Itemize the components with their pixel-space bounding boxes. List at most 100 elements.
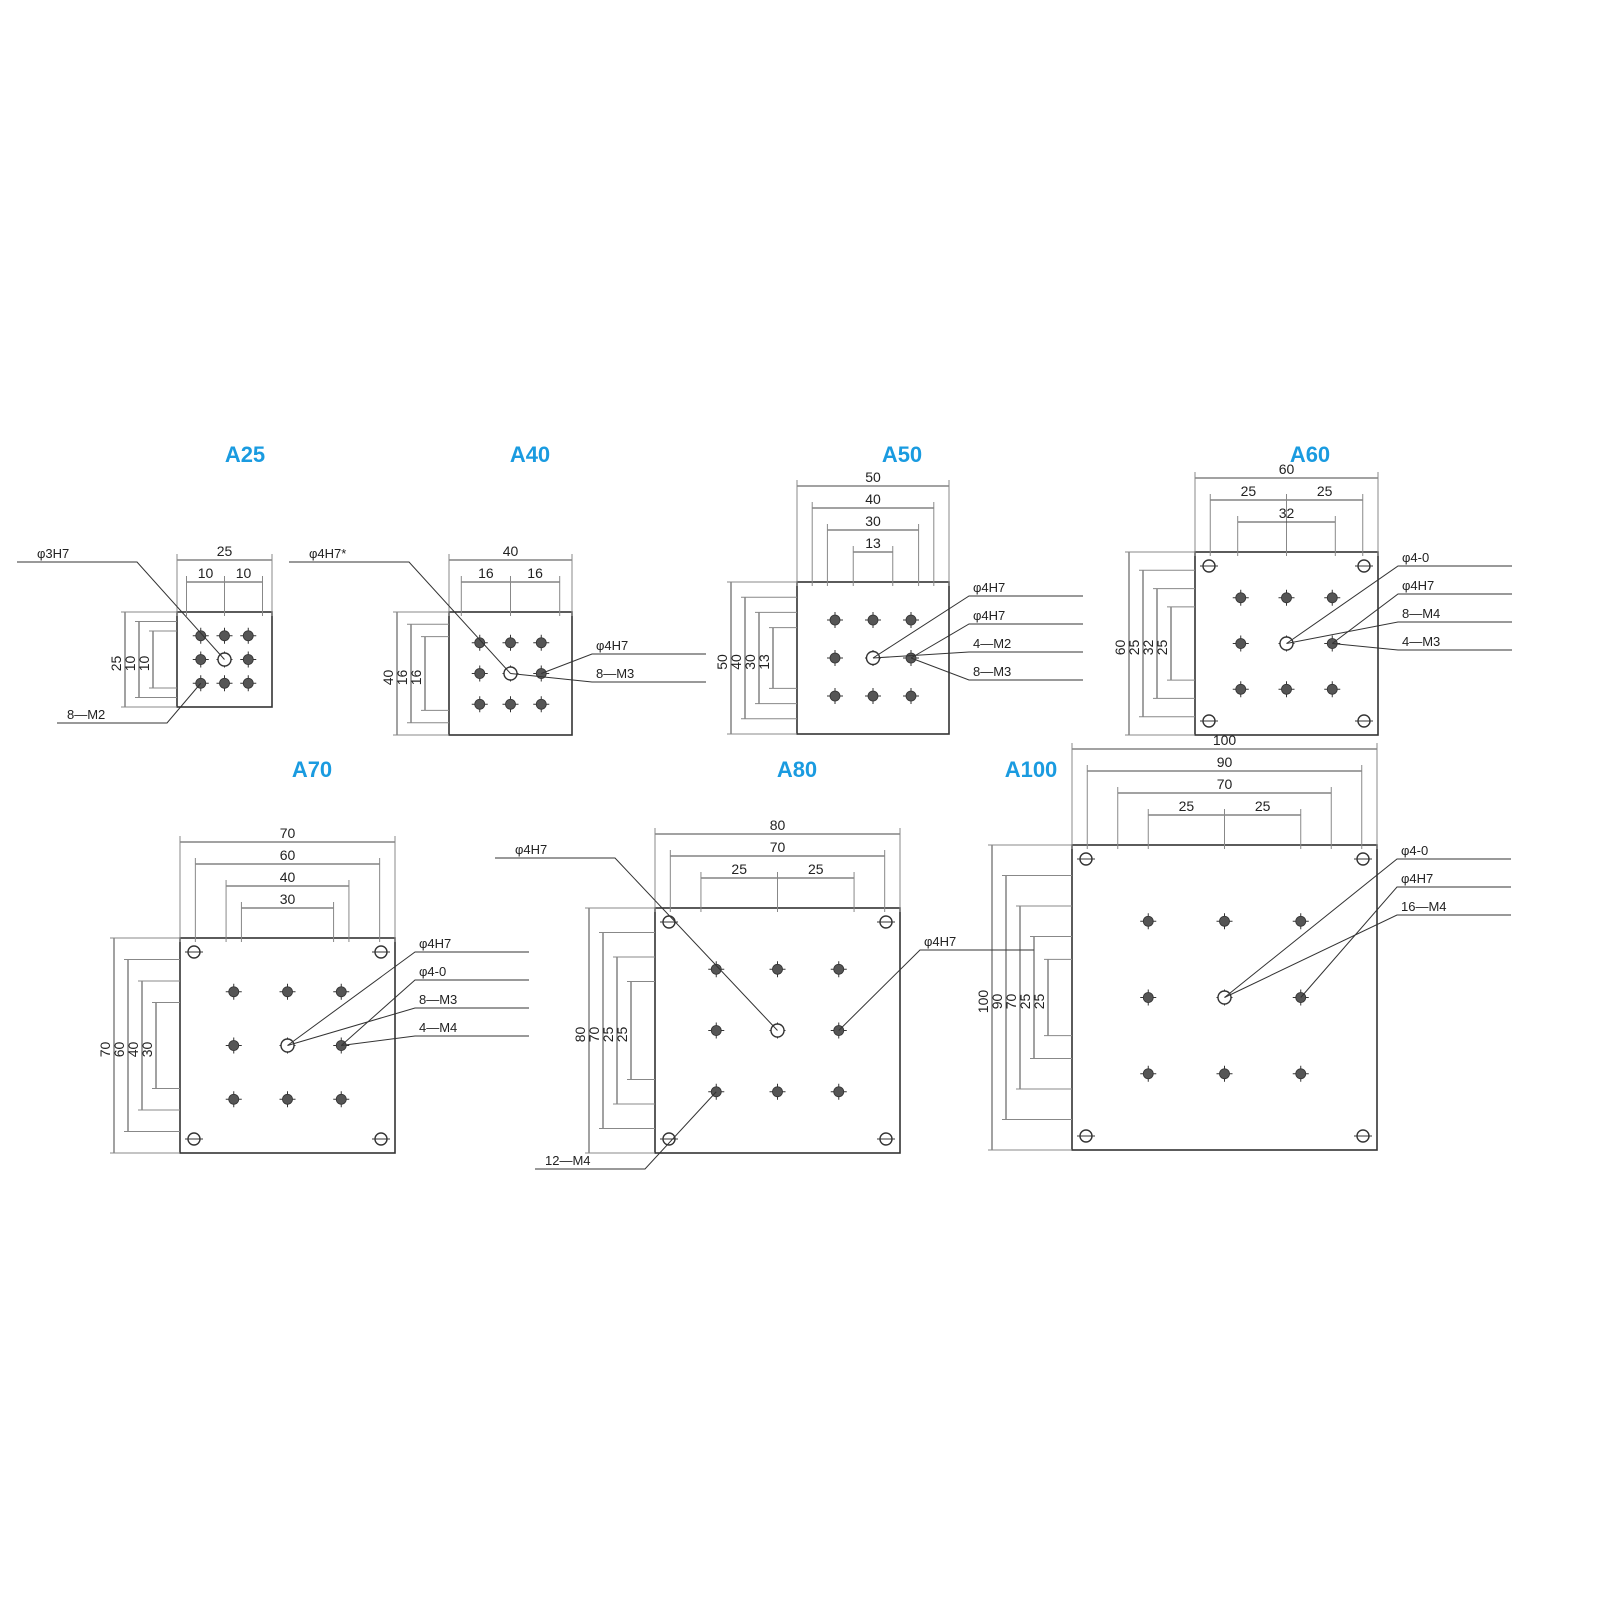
- top-dim-label: 40: [503, 543, 519, 559]
- top-dim-label: 100: [1213, 732, 1237, 748]
- top-dim-label: 32: [1279, 505, 1295, 521]
- left-dim-label: 40: [380, 670, 396, 686]
- leader-line: [535, 1091, 717, 1170]
- top-dim-label: 25: [1241, 483, 1257, 499]
- left-dim-label: 16: [394, 670, 410, 686]
- callout-label: φ4H7: [973, 580, 1005, 595]
- panel-title: A100: [1005, 757, 1058, 782]
- leader-line: [541, 653, 706, 674]
- tapped-hole: [282, 986, 293, 998]
- tapped-hole: [833, 1086, 845, 1098]
- callout-label: 4—M3: [1402, 634, 1440, 649]
- callout-label: 12—M4: [545, 1153, 591, 1168]
- callout-label: φ4H7: [419, 936, 451, 951]
- left-dim-label: 100: [975, 990, 991, 1014]
- left-dim-label: 70: [586, 1027, 602, 1043]
- left-dim-label: 25: [614, 1027, 630, 1043]
- tapped-hole: [1295, 1068, 1307, 1080]
- top-dim-label: 25: [731, 861, 747, 877]
- left-dim-label: 90: [989, 994, 1005, 1010]
- tapped-hole: [219, 630, 230, 642]
- tapped-hole: [474, 637, 486, 649]
- callout-label: φ4H7: [596, 638, 628, 653]
- top-dim-label: 60: [1279, 461, 1295, 477]
- top-dim-label: 10: [198, 565, 214, 581]
- callout-label: φ3H7: [37, 546, 69, 561]
- top-dim-label: 25: [808, 861, 824, 877]
- top-dim-label: 90: [1217, 754, 1233, 770]
- leader-line: [289, 561, 511, 674]
- left-dim-label: 25: [1017, 994, 1033, 1010]
- top-dim-label: 25: [1317, 483, 1333, 499]
- tapped-hole: [282, 1093, 293, 1105]
- left-dim-label: 16: [408, 670, 424, 686]
- top-dim-label: 25: [1255, 798, 1271, 814]
- top-dim-label: 25: [1179, 798, 1195, 814]
- top-dim-label: 60: [280, 847, 296, 863]
- top-dim-label: 25: [217, 543, 233, 559]
- callout-label: 8—M3: [419, 992, 457, 1007]
- tapped-hole: [228, 1093, 240, 1105]
- leader-line: [1332, 643, 1512, 651]
- tapped-hole: [535, 637, 547, 649]
- left-dim-label: 30: [139, 1042, 155, 1058]
- top-dim-label: 16: [527, 565, 543, 581]
- left-dim-label: 40: [728, 654, 744, 670]
- leader-line: [1224, 858, 1511, 998]
- tapped-hole: [1219, 915, 1230, 927]
- tapped-hole: [867, 690, 879, 702]
- tapped-hole: [219, 677, 230, 689]
- tapped-hole: [242, 677, 254, 689]
- top-dim-label: 10: [236, 565, 252, 581]
- leader-line: [287, 1007, 529, 1046]
- leader-line: [510, 673, 706, 683]
- left-dim-label: 70: [97, 1042, 113, 1058]
- callout-label: 8—M3: [973, 664, 1011, 679]
- tapped-hole: [1235, 638, 1247, 649]
- left-dim-label: 80: [572, 1027, 588, 1043]
- callout-label: 8—M3: [596, 666, 634, 681]
- top-dim-label: 40: [865, 491, 881, 507]
- left-dim-label: 25: [108, 656, 124, 672]
- leader-line: [17, 561, 225, 660]
- callout-label: φ4H7: [924, 934, 956, 949]
- callout-label: φ4-0: [1402, 550, 1429, 565]
- left-dim-label: 40: [125, 1042, 141, 1058]
- tapped-hole: [505, 698, 516, 710]
- leader-line: [1300, 886, 1511, 998]
- leader-line: [838, 949, 1034, 1031]
- panel-title: A50: [882, 442, 922, 467]
- tapped-hole: [1281, 683, 1292, 695]
- top-dim-label: 30: [280, 891, 296, 907]
- tapped-hole: [829, 690, 841, 702]
- tapped-hole: [772, 963, 783, 975]
- callout-label: 8—M2: [67, 707, 105, 722]
- callout-label: 4—M2: [973, 636, 1011, 651]
- leader-line: [910, 623, 1083, 659]
- tapped-hole: [1142, 1068, 1154, 1080]
- top-dim-label: 40: [280, 869, 296, 885]
- left-dim-label: 60: [111, 1042, 127, 1058]
- top-dim-label: 80: [770, 817, 786, 833]
- leader-line: [872, 651, 1083, 659]
- tapped-hole: [474, 668, 486, 679]
- tapped-hole: [242, 654, 254, 665]
- tapped-hole: [535, 698, 547, 710]
- callout-label: φ4-0: [1401, 843, 1428, 858]
- left-dim-label: 13: [756, 654, 772, 670]
- top-dim-label: 70: [770, 839, 786, 855]
- callout-label: 4—M4: [419, 1020, 457, 1035]
- tapped-hole: [1281, 592, 1292, 604]
- tapped-hole: [829, 614, 841, 626]
- tapped-hole: [1235, 683, 1247, 695]
- leader-line: [1224, 914, 1511, 998]
- tapped-hole: [1235, 592, 1247, 604]
- callout-label: 8—M4: [1402, 606, 1440, 621]
- left-dim-label: 25: [600, 1027, 616, 1043]
